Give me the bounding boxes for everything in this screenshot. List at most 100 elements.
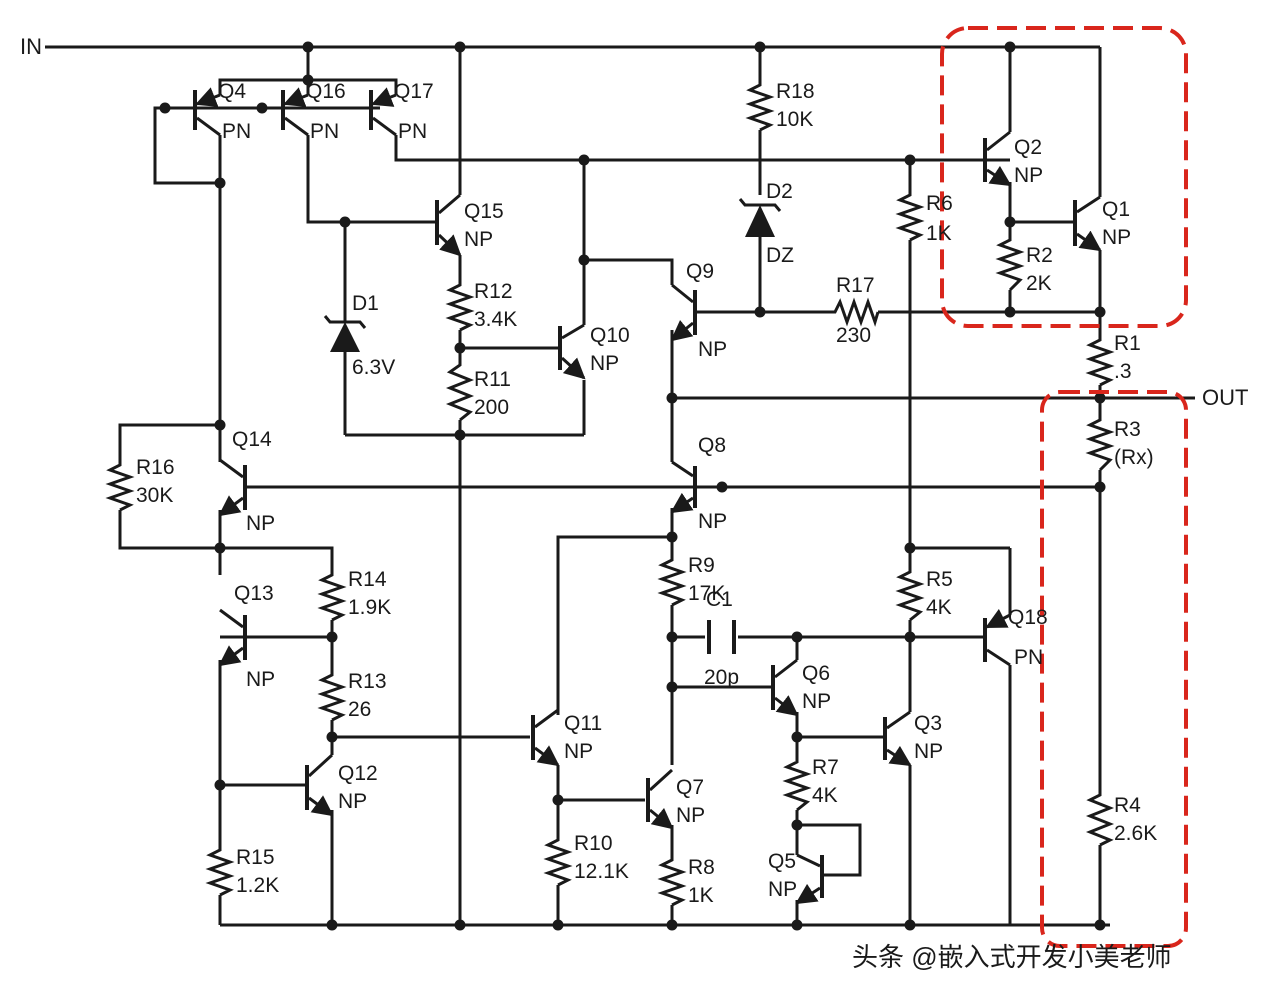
resistor-r9 <box>657 555 687 607</box>
transistor-q17 <box>369 87 397 137</box>
label-q10-name: Q10 <box>590 324 630 347</box>
label-q18-name: Q18 <box>1008 606 1048 629</box>
label-q7-name: Q7 <box>676 776 704 799</box>
label-q4-type: PN <box>222 120 251 143</box>
label-r6-name: R6 <box>926 192 953 215</box>
transistor-q13 <box>218 608 247 667</box>
zener-diode-d1 <box>323 315 367 352</box>
label-q11-type: NP <box>564 740 593 763</box>
resistor-r8 <box>657 855 687 907</box>
label-q7-type: NP <box>676 804 705 827</box>
label-r11-name: R11 <box>474 368 511 391</box>
transistor-q6 <box>771 658 799 717</box>
label-r12-name: R12 <box>474 280 513 303</box>
label-q3-type: NP <box>914 740 943 763</box>
label-q15-name: Q15 <box>464 200 504 223</box>
resistor-r4 <box>1085 790 1115 847</box>
transistor-q15 <box>435 193 462 257</box>
resistor-r10 <box>543 835 573 887</box>
label-r1-value: .3 <box>1114 360 1132 383</box>
label-r16-value: 30K <box>136 484 173 507</box>
wires <box>45 45 1195 927</box>
resistor-r7 <box>782 757 812 812</box>
junctions <box>159 41 1106 931</box>
transistor-q10 <box>558 323 586 380</box>
resistor-r6 <box>895 190 925 242</box>
label-q8-type: NP <box>698 510 727 533</box>
label-q9-name: Q9 <box>686 260 714 283</box>
label-q6-name: Q6 <box>802 662 830 685</box>
label-r9-name: R9 <box>688 554 715 577</box>
transistor-q3 <box>883 710 912 767</box>
label-r13-value: 26 <box>348 698 371 721</box>
label-r17-value: 230 <box>836 324 871 347</box>
resistor-r2 <box>995 235 1025 292</box>
highlight-box-q1-q2 <box>940 26 1188 328</box>
label-r15-value: 1.2K <box>236 874 279 897</box>
label-r11-value: 200 <box>474 396 509 419</box>
label-q6-type: NP <box>802 690 831 713</box>
transistor-q11 <box>531 708 560 767</box>
label-r18-name: R18 <box>776 80 815 103</box>
label-d1-value: 6.3V <box>352 356 395 379</box>
resistor-r15 <box>205 845 235 897</box>
label-r7-value: 4K <box>812 784 838 807</box>
label-r5-value: 4K <box>926 596 952 619</box>
label-r17-name: R17 <box>836 274 875 297</box>
transistor-q2 <box>983 130 1012 187</box>
label-q12-type: NP <box>338 790 367 813</box>
watermark-text: 头条 @嵌入式开发小美老师 <box>852 942 1172 972</box>
resistor-r18 <box>745 80 775 132</box>
resistor-r13 <box>317 670 347 722</box>
label-q15-type: NP <box>464 228 493 251</box>
label-r14-value: 1.9K <box>348 596 391 619</box>
highlight-box-r3-r4 <box>1040 390 1188 948</box>
transistor-q14 <box>218 458 247 517</box>
label-q1-type: NP <box>1102 226 1131 249</box>
capacitor-c1 <box>707 620 736 654</box>
component-labels: Q4 PN Q16 PN Q17 PN Q15 NP R18 10K D2 DZ… <box>136 80 1157 907</box>
label-r3-value: (Rx) <box>1114 446 1154 469</box>
resistor-r14 <box>317 570 347 622</box>
label-r10-name: R10 <box>574 832 613 855</box>
label-d2-name: D2 <box>766 180 793 203</box>
label-q12-name: Q12 <box>338 762 378 785</box>
label-r4-value: 2.6K <box>1114 822 1157 845</box>
label-r14-name: R14 <box>348 568 387 591</box>
label-r10-value: 12.1K <box>574 860 629 883</box>
label-q2-name: Q2 <box>1014 136 1042 159</box>
label-r8-value: 1K <box>688 884 714 907</box>
label-r8-name: R8 <box>688 856 715 879</box>
label-r4-name: R4 <box>1114 794 1141 817</box>
label-q5-name: Q5 <box>768 850 796 873</box>
resistor-r3 <box>1085 415 1115 472</box>
label-r7-name: R7 <box>812 756 839 779</box>
label-r5-name: R5 <box>926 568 953 591</box>
label-q2-type: NP <box>1014 164 1043 187</box>
resistor-r12 <box>445 280 475 332</box>
label-q11-name: Q11 <box>564 712 602 735</box>
transistor-q12 <box>305 753 334 817</box>
transistor-q8 <box>670 460 697 514</box>
port-out-label: OUT <box>1202 385 1248 410</box>
label-r9-value: 17K <box>688 582 725 605</box>
label-q5-type: NP <box>768 878 797 901</box>
label-r15-name: R15 <box>236 846 275 869</box>
label-r12-value: 3.4K <box>474 308 517 331</box>
label-q17-type: PN <box>398 120 427 143</box>
label-q13-name: Q13 <box>234 582 274 605</box>
label-q14-name: Q14 <box>232 428 272 451</box>
label-q8-name: Q8 <box>698 434 726 457</box>
label-c1-name: C1 <box>706 588 733 611</box>
label-r2-name: R2 <box>1026 244 1053 267</box>
label-q3-name: Q3 <box>914 712 942 735</box>
transistor-q7 <box>646 768 674 830</box>
resistor-r17 <box>830 297 880 327</box>
transistor-q1 <box>1073 195 1102 252</box>
label-d1-name: D1 <box>352 292 379 315</box>
label-q10-type: NP <box>590 352 619 375</box>
label-r16-name: R16 <box>136 456 175 479</box>
label-q16-type: PN <box>310 120 339 143</box>
resistor-r16 <box>105 460 135 512</box>
